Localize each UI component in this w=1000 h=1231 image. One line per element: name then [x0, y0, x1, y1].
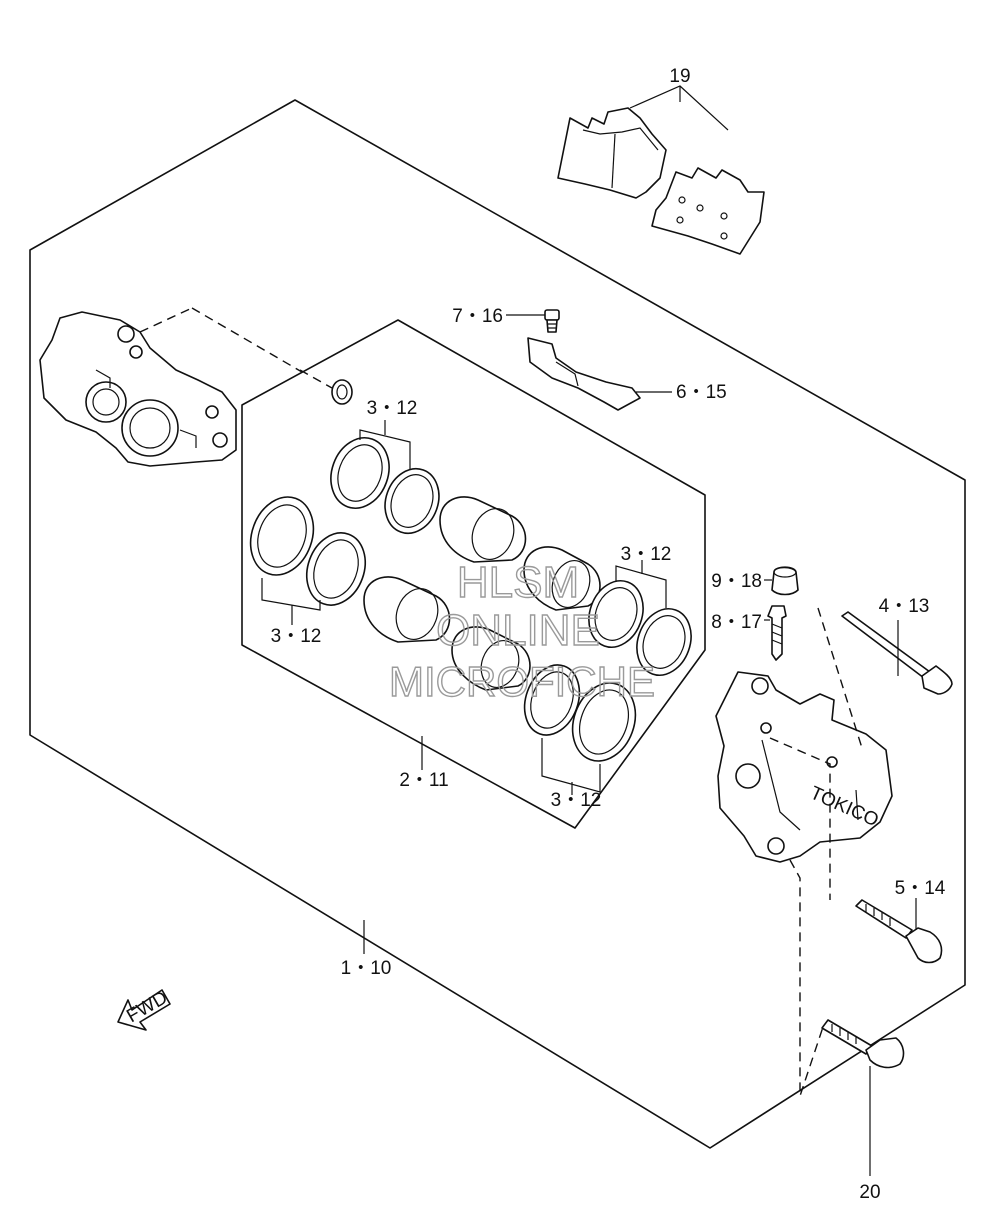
label-cap-9: 9・18 — [711, 571, 762, 592]
label-bleeder-8: 8・17 — [711, 612, 762, 633]
pad-spring-bolt[interactable] — [544, 309, 560, 333]
piston-seals-right-upper[interactable] — [580, 573, 700, 683]
mounting-bolt-upper[interactable] — [855, 899, 943, 964]
slide-pin[interactable] — [841, 611, 953, 695]
label-seal-3a: 3・12 — [367, 398, 418, 419]
watermark: HLSM ONLINE MICROFICHE — [388, 557, 655, 705]
caliper-assembly-frame — [29, 99, 966, 1149]
label-bolt-20: 20 — [859, 1182, 880, 1203]
bleeder-valve[interactable] — [767, 605, 787, 661]
label-bolt-5: 5・14 — [895, 878, 946, 899]
label-seal-3d: 3・12 — [551, 790, 602, 811]
label-seal-3c: 3・12 — [621, 544, 672, 565]
label-piston-2: 2・11 — [399, 770, 448, 791]
caliper-half-right[interactable]: TOKICO — [715, 671, 893, 863]
piston-seals-right-lower[interactable] — [515, 657, 646, 770]
pad-spring[interactable] — [527, 337, 641, 411]
label-seal-3b: 3・12 — [271, 626, 322, 647]
small-o-ring[interactable] — [331, 379, 353, 405]
label-bolt-7: 7・16 — [452, 306, 503, 327]
piston-kit-frame — [241, 319, 706, 829]
svg-text:MICROFICHE: MICROFICHE — [389, 658, 655, 705]
caliper-half-left[interactable] — [39, 311, 237, 467]
brake-pads[interactable] — [557, 107, 765, 255]
bleeder-cap[interactable] — [771, 566, 799, 596]
mounting-bolt-lower[interactable] — [821, 1019, 905, 1069]
svg-text:HLSM: HLSM — [457, 558, 579, 607]
pistons[interactable] — [363, 496, 601, 693]
svg-text:ONLINE: ONLINE — [436, 606, 600, 655]
label-pin-4: 4・13 — [879, 596, 930, 617]
fwd-arrow-icon: FWD — [117, 987, 171, 1031]
label-spring-6: 6・15 — [676, 382, 727, 403]
label-pads: 19 — [669, 66, 690, 87]
label-caliper-1: 1・10 — [341, 958, 392, 979]
piston-seals-left[interactable] — [240, 488, 375, 613]
svg-text:FWD: FWD — [123, 987, 171, 1027]
piston-seals-top[interactable] — [321, 430, 447, 541]
